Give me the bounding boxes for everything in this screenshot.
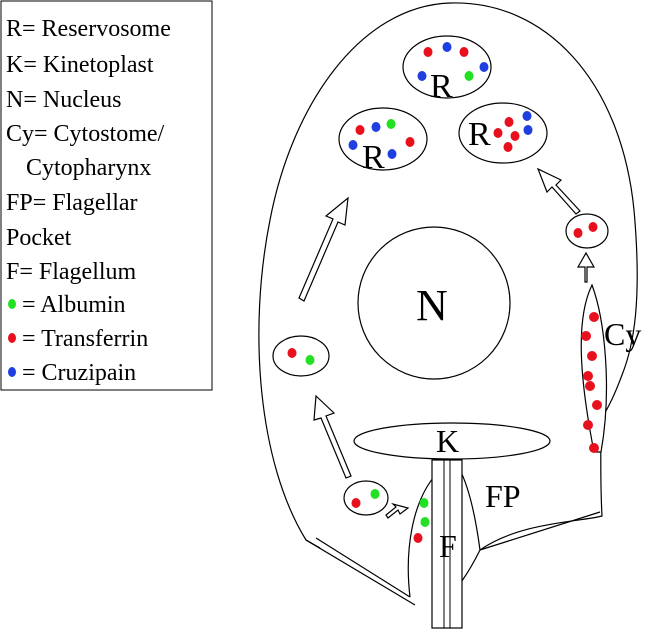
legend-line-kinetoplast: K= Kinetoplast	[6, 52, 154, 78]
cell-membrane-base-left	[305, 537, 411, 598]
cytostome-transferrin-dots	[581, 312, 602, 453]
transferrin-dot	[459, 47, 469, 57]
transferrin-dot	[581, 331, 591, 341]
cruzipain-dot	[442, 42, 452, 52]
albumin-dot	[305, 355, 315, 365]
reservosome-top-dots	[417, 42, 489, 81]
legend-line-cytostome: Cy= Cytostome/	[6, 121, 165, 147]
legend: R= Reservosome K= Kinetoplast N= Nucleus…	[0, 0, 213, 391]
transferrin-dot	[589, 312, 599, 322]
cell-membrane-base-right	[479, 511, 601, 551]
nucleus-label: N	[416, 281, 448, 330]
flagellar-pocket-label: FP	[485, 478, 521, 514]
transferrin-dot	[573, 228, 583, 238]
reservosome-top-label: R	[430, 68, 453, 105]
legend-line-pocket: Pocket	[6, 225, 72, 251]
flagellum	[431, 459, 463, 629]
transferrin-dot	[510, 131, 520, 141]
cell-membrane	[258, 2, 638, 606]
albumin-dot	[370, 489, 380, 499]
legend-line-cytopharynx: Cytopharynx	[26, 155, 151, 181]
reservosome-right-label: R	[468, 116, 491, 153]
legend-line-nucleus: N= Nucleus	[6, 87, 122, 113]
transferrin-dot	[287, 348, 297, 358]
nucleus	[357, 226, 511, 380]
cytostome	[580, 283, 608, 453]
cytostome-label: Cy	[604, 316, 641, 352]
legend-cruzipain-dot	[8, 367, 16, 377]
albumin-dot	[419, 498, 429, 508]
cruzipain-dot	[371, 122, 381, 132]
legend-line-transferrin: = Transferrin	[22, 326, 148, 352]
transferrin-dot	[583, 420, 593, 430]
kinetoplast	[353, 422, 551, 460]
transferrin-dot	[413, 533, 423, 543]
endocytic-vesicle	[343, 480, 389, 516]
legend-transferrin-dot	[8, 333, 16, 343]
flagellum-shaft	[431, 459, 463, 629]
cruzipain-dot	[417, 71, 427, 81]
kinetoplast-label: K	[436, 423, 459, 459]
albumin-dot	[420, 517, 430, 527]
transferrin-dot	[493, 128, 503, 138]
early-endosome	[272, 335, 330, 377]
transport-arrows	[298, 167, 596, 519]
flagellar-pocket-left-wall	[407, 469, 441, 598]
transferrin-dot	[583, 371, 593, 381]
transferrin-dot	[587, 351, 597, 361]
cruzipain-dot	[523, 125, 533, 135]
arrow-vesicle-to-endosome	[313, 394, 352, 479]
reservosome-left-dots	[348, 119, 415, 159]
transferrin-dot	[589, 443, 599, 453]
arrow-cytostome-to-vesicle	[576, 251, 596, 283]
transferrin-dot	[405, 137, 415, 147]
cytostome-vesicle	[565, 213, 609, 249]
pocket-cargo-dots	[413, 498, 430, 543]
legend-line-reservosome: R= Reservosome	[6, 16, 171, 42]
reservosome-left-label: R	[362, 139, 385, 176]
transferrin-dot	[351, 498, 361, 508]
legend-albumin-dot	[8, 299, 16, 309]
arrow-pocket-to-vesicle	[385, 502, 410, 519]
albumin-dot	[464, 71, 474, 81]
reservosome-right-dots	[493, 111, 533, 152]
arrow-endosome-to-reservosome	[298, 196, 349, 302]
legend-line-cruzipain: = Cruzipain	[22, 360, 136, 386]
legend-line-albumin: = Albumin	[22, 292, 126, 318]
flagellum-label: F	[439, 528, 457, 564]
legend-box	[0, 0, 213, 391]
transferrin-dot	[355, 125, 365, 135]
legend-line-flagellum: F= Flagellum	[6, 259, 137, 285]
transferrin-dot	[588, 222, 598, 232]
cruzipain-dot	[387, 149, 397, 159]
arrow-vesicle-to-reservosome	[536, 167, 581, 215]
transferrin-dot	[585, 381, 595, 391]
flagellar-pocket-right-wall	[459, 469, 481, 551]
legend-line-flagellar: FP= Flagellar	[6, 190, 138, 216]
cruzipain-dot	[348, 140, 358, 150]
transferrin-dot	[423, 47, 433, 57]
cruzipain-dot	[522, 111, 532, 121]
transferrin-dot	[503, 142, 513, 152]
reservosome-left	[338, 107, 428, 171]
albumin-dot	[386, 119, 396, 129]
cruzipain-dot	[479, 62, 489, 72]
transferrin-dot	[504, 117, 514, 127]
transferrin-dot	[592, 400, 602, 410]
